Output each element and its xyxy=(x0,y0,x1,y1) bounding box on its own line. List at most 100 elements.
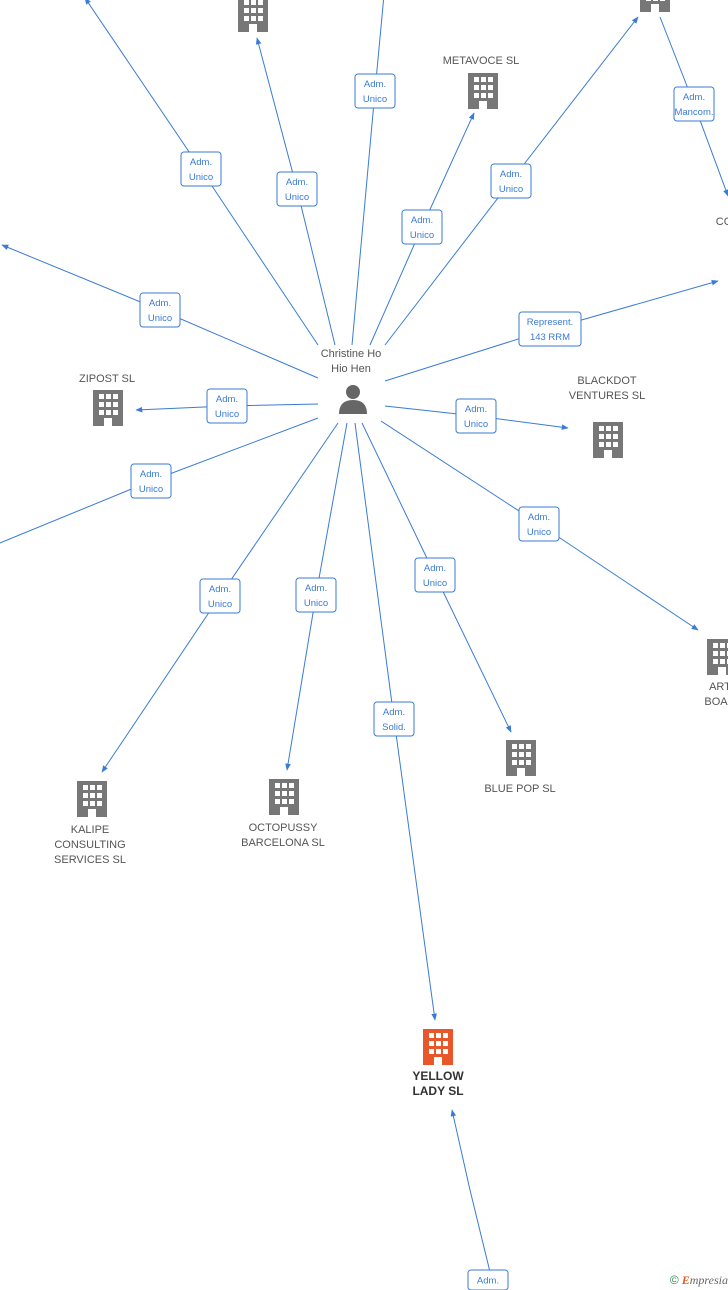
edge-label-top-mid: Adm. Unico xyxy=(276,171,318,207)
company-label-bluepop-1: BLUE POP SL xyxy=(484,783,555,795)
edge-label-text: Unico xyxy=(304,598,328,609)
company-label-metavoce-1: METAVOCE SL xyxy=(443,55,520,67)
edge-label-yellow: Adm. Solid. xyxy=(373,701,415,737)
edge-label-text: Adm. xyxy=(190,157,212,168)
company-label-art-1: ART xyxy=(709,681,728,693)
edge-label-text: Adm. xyxy=(411,215,433,226)
edge-label-top-left: Adm. Unico xyxy=(180,151,222,187)
edge-label-text: Unico xyxy=(148,313,172,324)
company-label-kalipe-3: SERVICES SL xyxy=(54,854,126,866)
edge-label-text: Adm. xyxy=(683,92,705,103)
brand-initial: E xyxy=(681,1273,690,1287)
company-node-blackdot[interactable]: BLACKDOT VENTURES SL xyxy=(569,375,645,458)
company-node-kalipe[interactable]: KALIPE CONSULTING SERVICES SL xyxy=(54,781,126,866)
edge-label-text: Unico xyxy=(215,409,239,420)
person-node[interactable]: Christine Ho Hio Hen xyxy=(321,348,382,414)
building-icon xyxy=(593,422,623,458)
company-node-co[interactable]: CO xyxy=(716,177,728,228)
edge-label-text: Adm. xyxy=(209,584,231,595)
building-icon-highlight xyxy=(423,1029,453,1065)
edge-label-text: Adm. xyxy=(364,79,386,90)
edge-label-text: Adm. xyxy=(149,298,171,309)
edge-label-text: Adm. xyxy=(305,583,327,594)
person-name-line1: Christine Ho xyxy=(321,348,382,360)
edge-label-text: Unico xyxy=(208,599,232,610)
edge-label-text: Adm. xyxy=(500,169,522,180)
company-label-octopussy-2: BARCELONA SL xyxy=(241,837,325,849)
edge-label-top-right: Adm. Unico xyxy=(490,163,532,199)
company-label-yellowlady-1: YELLOW xyxy=(412,1069,464,1083)
edge-label-bottom: Adm. xyxy=(467,1269,509,1290)
company-node-bluepop[interactable]: BLUE POP SL xyxy=(484,740,556,795)
edge-label-art: Adm. Unico xyxy=(518,506,560,542)
edge-top-center xyxy=(351,0,385,346)
edge-label-text: Adm. xyxy=(286,177,308,188)
company-label-art-2: BOAR xyxy=(704,696,728,708)
edge-label-text: Unico xyxy=(189,172,213,183)
edge-label-octopussy: Adm. Unico xyxy=(295,577,337,613)
company-node-art[interactable]: ART BOAR xyxy=(704,639,728,708)
nodes-layer: Christine Ho Hio Hen METAVOCE SL ZIPOST SL B… xyxy=(54,0,728,1098)
footer-brand: © Empresia xyxy=(670,1273,728,1288)
edge-label-text: 143 RRM xyxy=(530,332,570,343)
company-label-co-1: CO xyxy=(716,216,728,228)
edge-label-text: Unico xyxy=(363,94,387,105)
building-icon xyxy=(468,73,498,109)
edge-label-text: Unico xyxy=(464,419,488,430)
edge-label-text: Adm. xyxy=(528,512,550,523)
edge-label-text: Unico xyxy=(499,184,523,195)
building-icon xyxy=(707,639,728,675)
edge-label-zipost: Adm. Unico xyxy=(206,388,248,424)
edge-label-mancom: Adm. Mancom. xyxy=(673,86,715,122)
edge-label-text: Unico xyxy=(139,484,163,495)
company-node-top_left[interactable] xyxy=(238,0,268,32)
edge-label-text: Mancom. xyxy=(674,107,713,118)
company-label-blackdot-1: BLACKDOT xyxy=(577,375,637,387)
company-node-zipost[interactable]: ZIPOST SL xyxy=(79,373,135,426)
company-label-kalipe-1: KALIPE xyxy=(71,824,110,836)
edge-label-bluepop: Adm. Unico xyxy=(414,557,456,593)
company-node-metavoce[interactable]: METAVOCE SL xyxy=(443,55,520,109)
edge-label-kalipe: Adm. Unico xyxy=(199,578,241,614)
edge-label-text: Adm. xyxy=(477,1276,499,1287)
company-label-kalipe-2: CONSULTING xyxy=(54,839,125,851)
edge-label-text: Adm. xyxy=(140,469,162,480)
copyright-icon: © xyxy=(669,1273,679,1287)
building-icon xyxy=(77,781,107,817)
brand-name: mpresia xyxy=(689,1273,728,1287)
edge-label-represent: Represent. 143 RRM xyxy=(518,311,582,347)
edge-label-text: Represent. xyxy=(527,317,573,328)
person-name-line2: Hio Hen xyxy=(331,363,371,375)
edge-label-text: Adm. xyxy=(383,707,405,718)
company-label-blackdot-2: VENTURES SL xyxy=(569,390,645,402)
edge-label-text: Unico xyxy=(410,230,434,241)
company-node-octopussy[interactable]: OCTOPUSSY BARCELONA SL xyxy=(241,779,325,849)
edge-label-text: Unico xyxy=(285,192,309,203)
edge-label-metavoce: Adm. Unico xyxy=(401,209,443,245)
company-label-yellowlady-2: LADY SL xyxy=(412,1084,463,1098)
edge-label-text: Adm. xyxy=(424,563,446,574)
edge-bottom xyxy=(450,1109,491,1273)
building-icon xyxy=(640,0,670,12)
company-label-zipost-1: ZIPOST SL xyxy=(79,373,135,385)
edge-label-top-center: Adm. Unico xyxy=(354,73,396,109)
edge-label-blackdot: Adm. Unico xyxy=(455,398,497,434)
edge-label-left-upper: Adm. Unico xyxy=(139,292,181,328)
edge-label-text: Unico xyxy=(423,578,447,589)
edge-label-left-lower: Adm. Unico xyxy=(130,463,172,499)
building-icon xyxy=(93,390,123,426)
edge-label-text: Unico xyxy=(527,527,551,538)
edge-label-text: Solid. xyxy=(382,722,406,733)
edge-label-text: Adm. xyxy=(465,404,487,415)
edge-label-text: Adm. xyxy=(216,394,238,405)
person-icon xyxy=(339,385,367,414)
company-node-top_right[interactable] xyxy=(640,0,670,12)
building-icon xyxy=(269,779,299,815)
company-label-octopussy-1: OCTOPUSSY xyxy=(249,822,319,834)
building-icon xyxy=(506,740,536,776)
building-icon xyxy=(238,0,268,32)
